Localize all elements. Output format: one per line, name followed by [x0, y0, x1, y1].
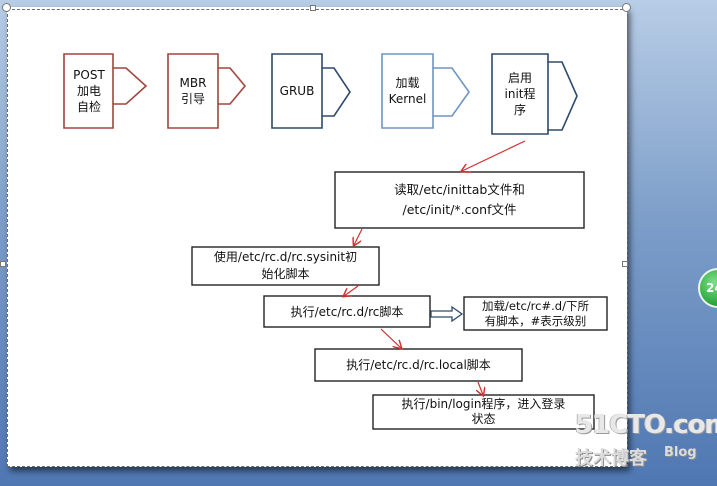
step-rc-levels-label: 加载/etc/rc#.d/下所 有脚本，#表示级别 — [482, 298, 589, 328]
step-rc-local-box[interactable] — [314, 348, 523, 382]
stage-mbr-label: MBR 引导 — [179, 76, 207, 106]
watermark-logo: 51CTO.com — [575, 410, 717, 440]
step-login-box[interactable] — [372, 394, 595, 430]
stage-grub-shape[interactable] — [271, 53, 351, 129]
flow-arrow — [478, 381, 483, 395]
step-read-inittab-box[interactable] — [334, 171, 585, 229]
step-rc-local-label: 执行/etc/rc.d/rc.local脚本 — [346, 358, 491, 372]
watermark-subtitle: 技术博客 — [575, 448, 647, 469]
stage-grub-label: GRUB — [279, 84, 315, 98]
stage-post-label: POST 加电 自检 — [73, 68, 105, 114]
flow-arrow — [380, 328, 401, 348]
stage-post-shape[interactable] — [63, 53, 148, 129]
flow-arrow — [462, 140, 526, 171]
selection-handle[interactable] — [2, 3, 11, 12]
selection-handle[interactable] — [310, 5, 316, 11]
stage-mbr-shape[interactable] — [167, 53, 247, 129]
hollow-arrow — [430, 305, 464, 323]
step-read-inittab-label: 读取/etc/inittab文件和 /etc/init/*.conf文件 — [394, 182, 525, 217]
flow-arrow — [344, 285, 359, 296]
step-sysinit-box[interactable] — [191, 246, 380, 286]
watermark-blog: Blog — [664, 445, 697, 460]
selection-handle[interactable] — [622, 3, 631, 12]
selection-handle[interactable] — [622, 261, 628, 267]
stage-init-shape[interactable] — [491, 53, 578, 135]
stage-init-label: 启用 init程 序 — [504, 71, 536, 117]
step-rc-box[interactable] — [263, 295, 431, 328]
step-login-label: 执行/bin/login程序，进入登录 状态 — [401, 397, 566, 426]
stage-kernel-label: 加载 Kernel — [388, 76, 427, 106]
step-sysinit-label: 使用/etc/rc.d/rc.sysinit初 始化脚本 — [213, 250, 358, 281]
selection-handle[interactable] — [0, 261, 6, 267]
step-rc-levels-box[interactable] — [463, 296, 608, 331]
step-rc-label: 执行/etc/rc.d/rc脚本 — [290, 304, 404, 319]
flow-arrow — [354, 228, 363, 245]
stage-kernel-shape[interactable] — [381, 53, 470, 129]
